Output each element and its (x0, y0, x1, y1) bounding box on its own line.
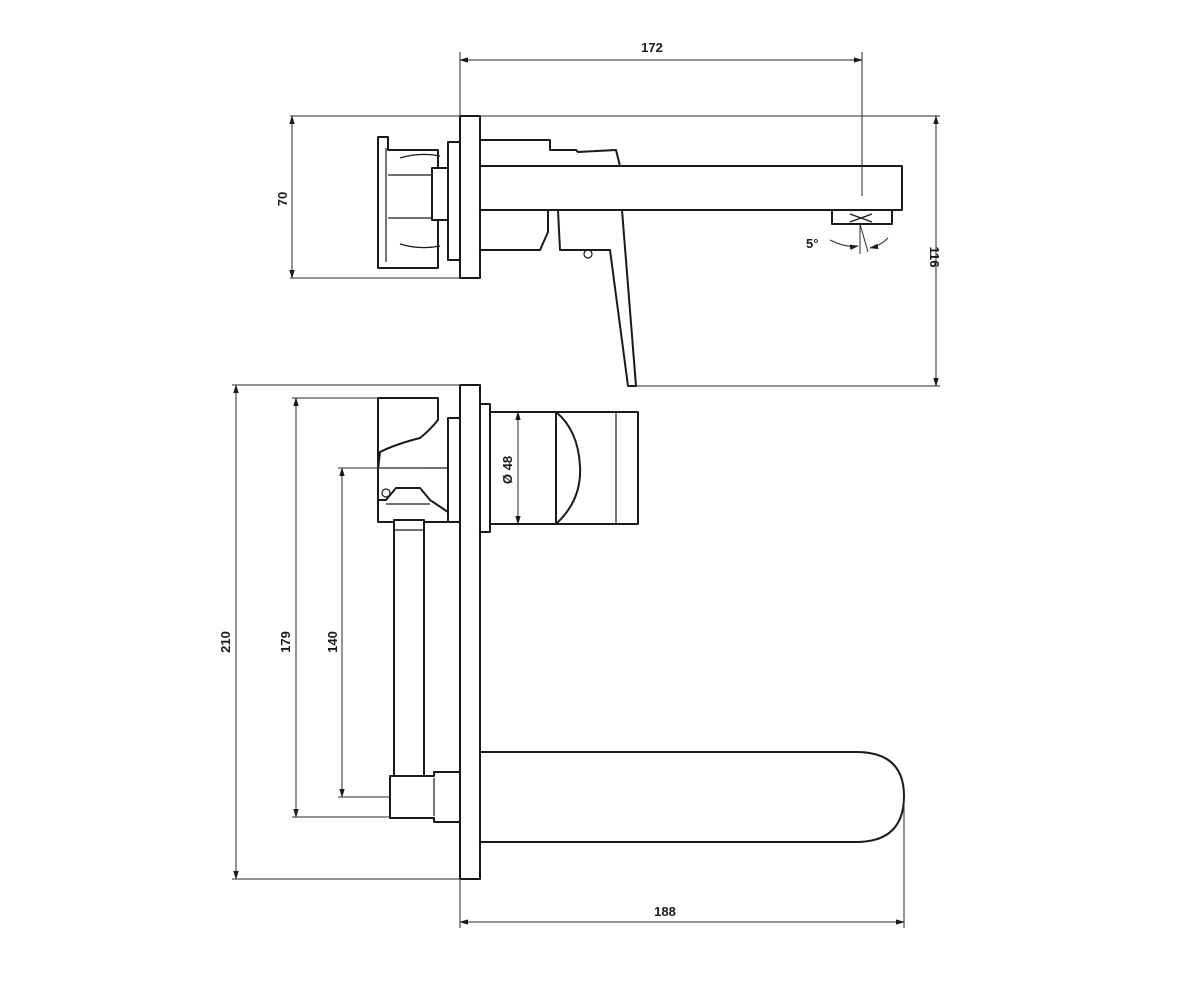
dim-plate-height: 210 (218, 384, 460, 880)
label-top-height: 70 (275, 192, 290, 206)
side-spout (479, 751, 905, 843)
top-lever (557, 209, 637, 387)
label-mixer-axis: 140 (325, 631, 340, 653)
side-pipe (393, 519, 425, 779)
side-mixer-head (377, 397, 449, 523)
top-body (479, 139, 621, 167)
label-top-width: 172 (641, 40, 663, 55)
dim-cartridge-diameter: Ø 48 (500, 411, 521, 525)
label-cartridge-diameter: Ø 48 (500, 456, 515, 484)
side-wall-plate (459, 384, 481, 880)
dim-top-height: 70 (275, 115, 460, 279)
label-spout-angle: 5° (806, 236, 818, 251)
top-wall-plate (459, 115, 481, 279)
side-view: 210 179 140 Ø 48 188 (218, 384, 905, 928)
top-spout (479, 165, 903, 211)
side-cartridge (479, 403, 491, 533)
dim-mixer-span: 179 (278, 397, 390, 818)
side-lower-connector (389, 771, 461, 823)
dim-spout-reach: 188 (459, 796, 905, 928)
dim-spout-angle: 5° (806, 223, 889, 254)
label-mixer-span: 179 (278, 631, 293, 653)
top-view: 172 70 116 5° (275, 40, 942, 387)
dim-top-depth: 116 (480, 115, 942, 387)
label-plate-height: 210 (218, 631, 233, 653)
top-handle (377, 136, 439, 269)
dim-mixer-axis: 140 (325, 467, 424, 798)
dim-top-width: 172 (459, 40, 863, 196)
label-spout-reach: 188 (654, 904, 676, 919)
label-top-depth: 116 (927, 247, 942, 268)
side-lever-end (555, 411, 639, 525)
